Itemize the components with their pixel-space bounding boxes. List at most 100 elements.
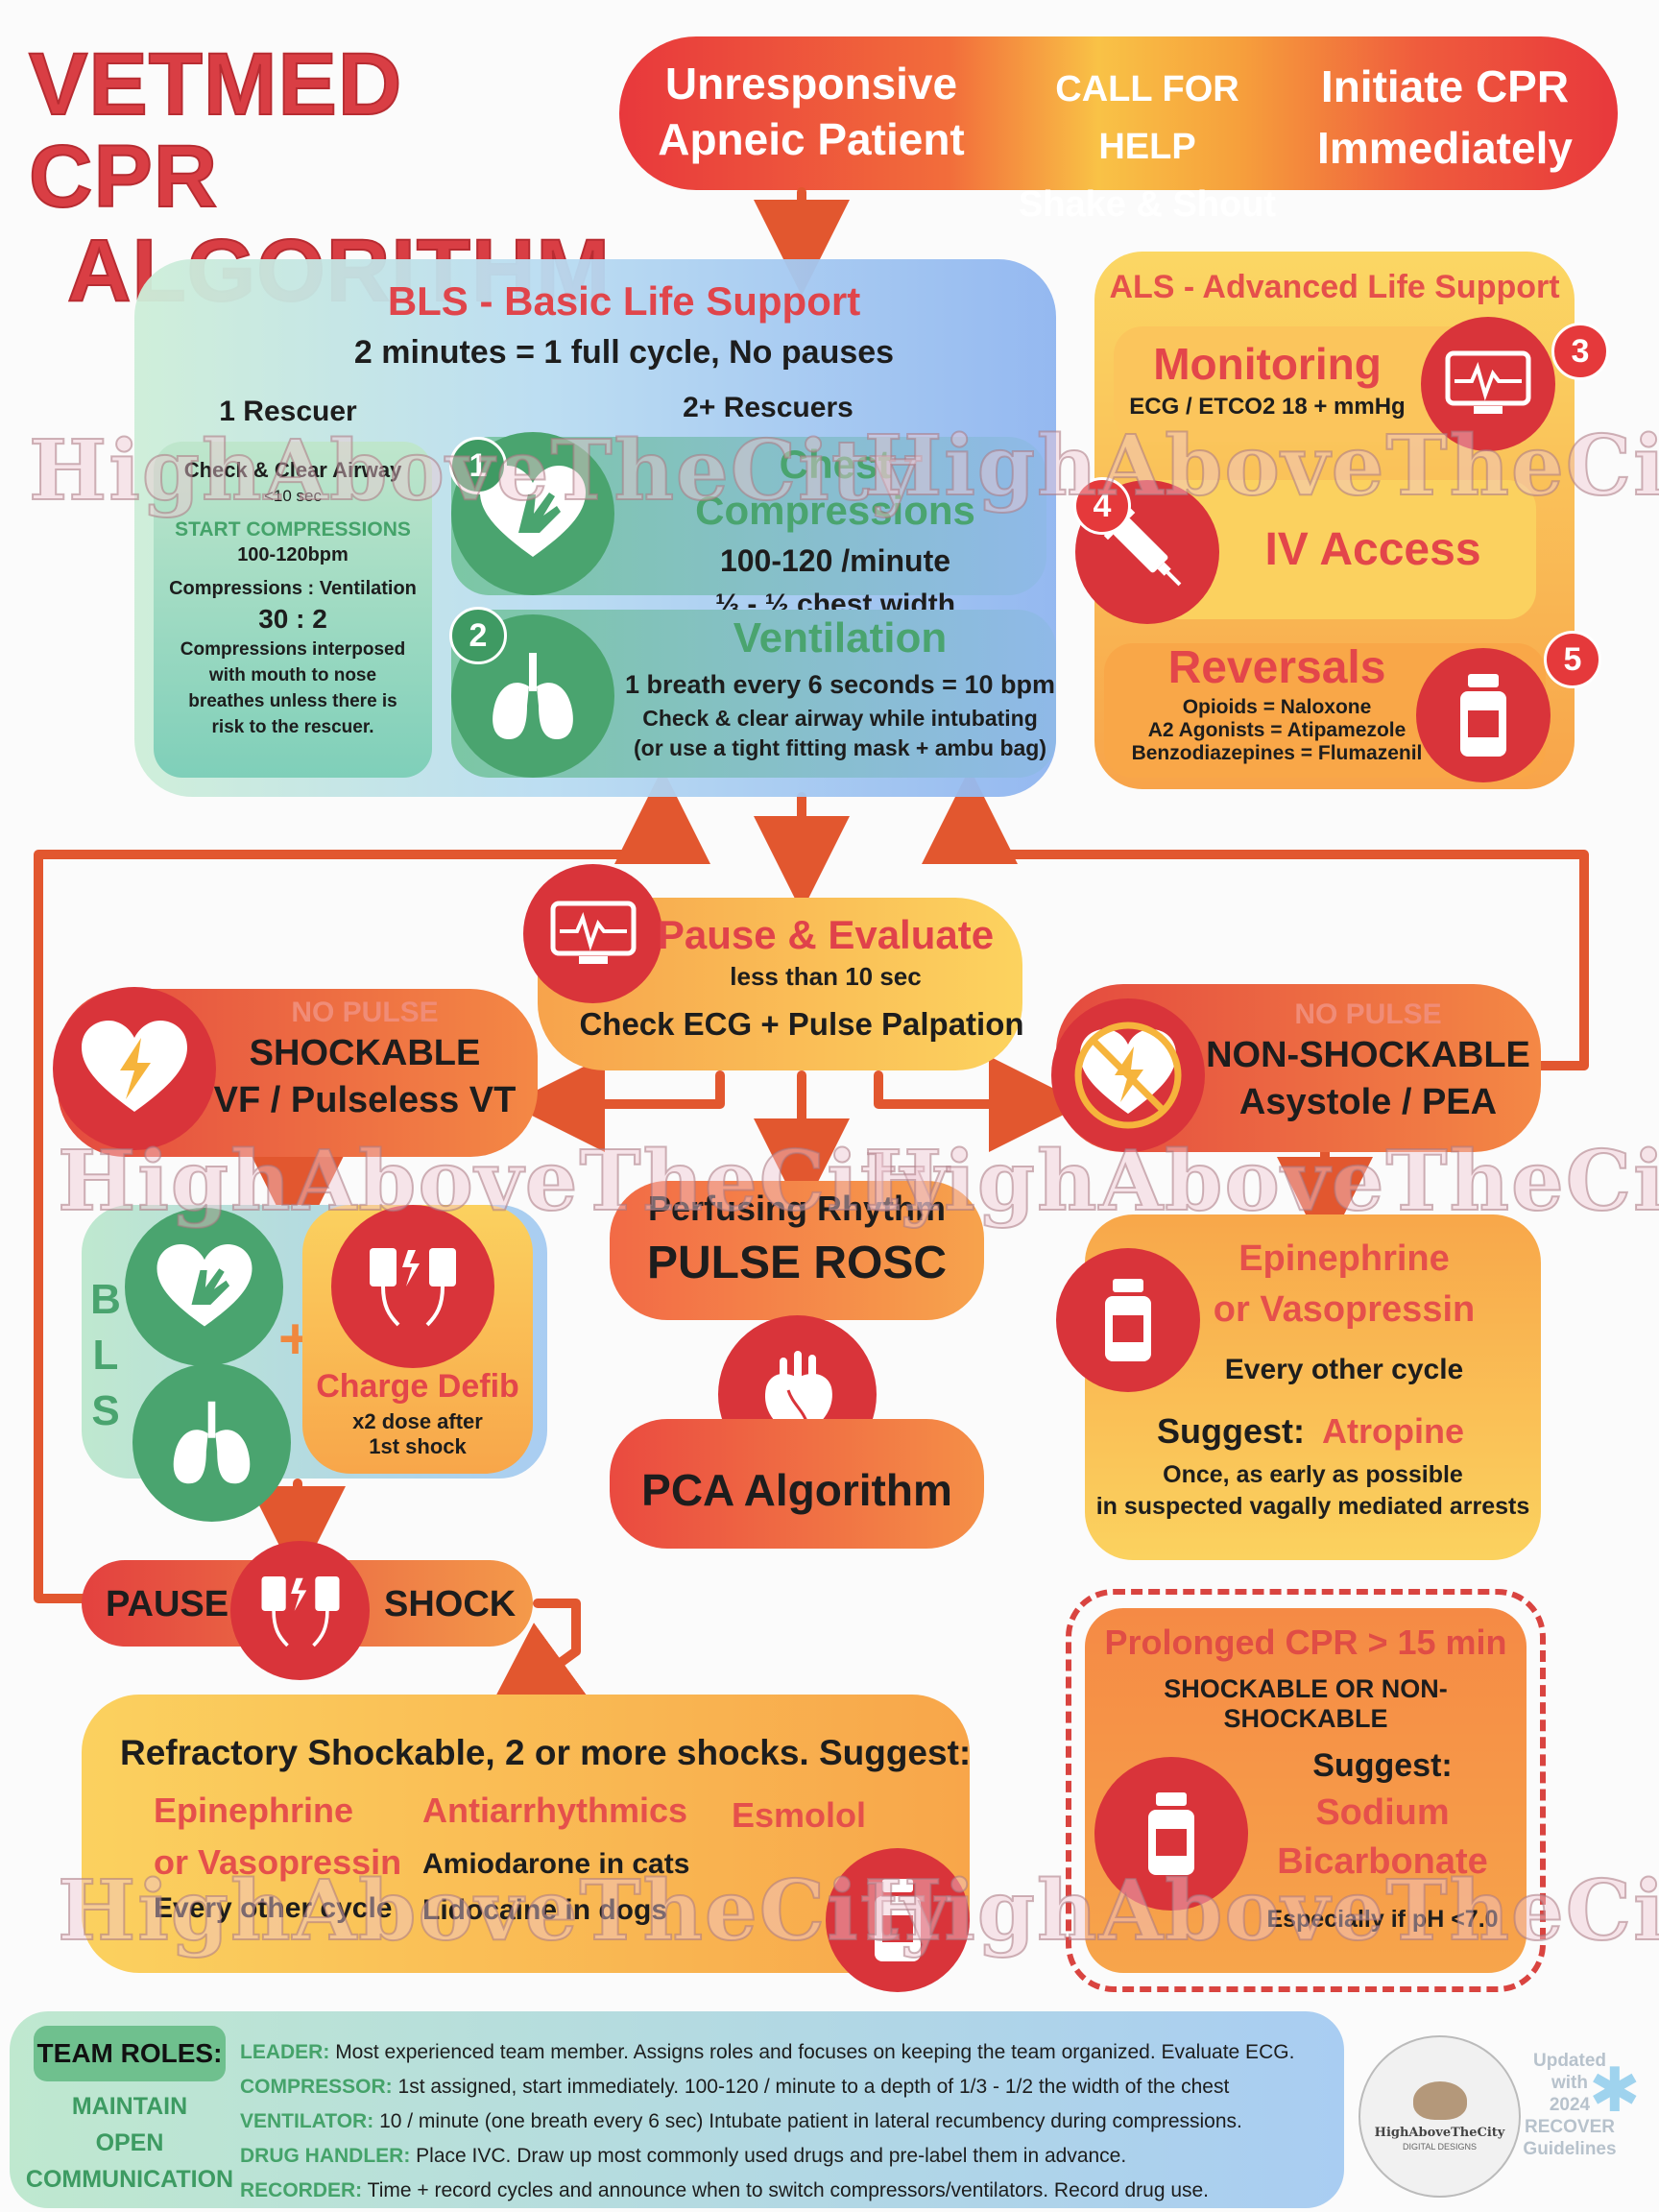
- rescuer-line-2: <10 sec: [263, 487, 322, 505]
- vial-icon-epinephrine: [1056, 1248, 1200, 1392]
- ventilation-title: Ventilation: [733, 614, 948, 661]
- arrow-pause-to-nonshockable: [874, 1056, 1085, 1152]
- atropine-line-1: Once, as early as possible: [1163, 1461, 1463, 1488]
- lidocaine-label: Lidocaine in dogs: [422, 1894, 668, 1926]
- role-name: LEADER:: [240, 2041, 330, 2063]
- badge-4: 4: [1073, 477, 1131, 535]
- als-title: ALS - Advanced Life Support: [1109, 269, 1560, 305]
- heart-no-shock-icon: [1051, 998, 1205, 1152]
- title-line-1: VETMED CPR: [28, 36, 403, 226]
- epi-title-2: or Vasopressin: [1213, 1289, 1476, 1330]
- arrow-pause-to-shockable: [509, 1056, 725, 1152]
- pause-evaluate-line-1: less than 10 sec: [730, 962, 922, 991]
- rosc-line-2: PULSE ROSC: [646, 1238, 948, 1288]
- rescuer-line-4: 100-120bpm: [237, 544, 349, 565]
- pause-evaluate-title: Pause & Evaluate: [657, 912, 995, 957]
- logo-sub: DIGITAL DESIGNS: [1402, 2142, 1477, 2152]
- ventilation-line-2: Check & clear airway while intubating: [642, 706, 1038, 731]
- shockable-top: NO PULSE: [291, 997, 439, 1028]
- brand-logo: HighAboveTheCity DIGITAL DESIGNS: [1358, 2035, 1521, 2198]
- role-row: VENTILATOR: 10 / minute (one breath ever…: [240, 2104, 1344, 2139]
- reversals-line-1: Opioids = Naloxone: [1182, 696, 1372, 718]
- defib-dose-1: x2 dose after: [352, 1409, 483, 1433]
- banner-mid-1: CALL FOR HELP: [1055, 69, 1239, 167]
- role-text: 1st assigned, start immediately. 100-120…: [397, 2076, 1230, 2098]
- monitoring-title: Monitoring: [1153, 339, 1382, 389]
- role-text: Place IVC. Draw up most commonly used dr…: [416, 2145, 1127, 2167]
- arrow-loop-left: [34, 768, 710, 1603]
- atropine-label: Atropine: [1322, 1411, 1465, 1451]
- banner-mid-2: Shake & Shout: [1018, 184, 1277, 225]
- one-rescuer-label: 1 Rescuer: [219, 396, 357, 427]
- refractory-box: [82, 1695, 970, 1973]
- ventilation-line-3: (or use a tight fitting mask + ambu bag): [633, 735, 1046, 760]
- role-name: DRUG HANDLER:: [240, 2145, 411, 2167]
- role-name: RECORDER:: [240, 2179, 363, 2201]
- banner-left-1: Unresponsive: [664, 59, 958, 108]
- bls-title: BLS - Basic Life Support: [387, 278, 861, 324]
- vial-icon-prolonged: [1094, 1757, 1248, 1911]
- vial-icon-reversals: [1416, 648, 1551, 782]
- pca-algorithm-label[interactable]: PCA Algorithm: [641, 1465, 952, 1515]
- prolonged-suggest: Suggest:: [1312, 1747, 1453, 1784]
- badge-1: 1: [449, 437, 507, 494]
- defib-dose-2: 1st shock: [369, 1434, 467, 1458]
- rescuer-line-3: START COMPRESSIONS: [175, 518, 411, 541]
- prolonged-box: [1066, 1589, 1546, 1992]
- badge-2: 2: [449, 607, 507, 664]
- prolonged-note: Especially if pH <7.0: [1266, 1906, 1499, 1933]
- ventilation-line-1: 1 breath every 6 seconds = 10 bpm: [625, 670, 1055, 699]
- epi-every-other: Every other cycle: [1224, 1354, 1464, 1385]
- esmolol-label: Esmolol: [732, 1795, 867, 1835]
- arrow-loop-right: [922, 768, 1589, 1070]
- role-text: Time + record cycles and announce when t…: [367, 2179, 1210, 2201]
- updated-2: with: [1551, 2073, 1588, 2093]
- bls-letter-b: B: [90, 1276, 121, 1323]
- arrow-shock-to-refractory: [484, 1599, 590, 1719]
- role-row: RECORDER: Time + record cycles and annou…: [240, 2174, 1344, 2208]
- badge-5: 5: [1544, 631, 1601, 688]
- watermark-4: HighAboveTheCity: [863, 1132, 1659, 1231]
- maintain-1: MAINTAIN: [71, 2093, 188, 2120]
- role-row: LEADER: Most experienced team member. As…: [240, 2035, 1344, 2070]
- top-banner: Unresponsive Apneic Patient CALL FOR HEL…: [619, 36, 1618, 225]
- ecg-monitor-icon-2: [523, 864, 662, 1003]
- lungs-icon-2: [132, 1363, 291, 1522]
- bls-subtitle: 2 minutes = 1 full cycle, No pauses: [353, 334, 895, 371]
- maintain-3: COMMUNICATION: [25, 2166, 234, 2193]
- amiodarone-label: Amiodarone in cats: [422, 1848, 690, 1880]
- watermark-1: HighAboveTheCity: [28, 421, 922, 520]
- heart-lightning-icon: [53, 987, 216, 1150]
- antiarrhythmics-label: Antiarrhythmics: [422, 1791, 688, 1830]
- role-name: COMPRESSOR:: [240, 2076, 393, 2098]
- bls-letter-s: S: [91, 1387, 120, 1434]
- rosc-box: [610, 1181, 984, 1320]
- team-roles-label: TEAM ROLES:: [34, 2026, 226, 2081]
- charge-defib-label: Charge Defib: [316, 1368, 519, 1405]
- rescuer-line-8: with mouth to nose: [208, 665, 377, 685]
- banner-left-2: Apneic Patient: [658, 114, 965, 164]
- atropine-line-2: in suspected vagally mediated arrests: [1095, 1493, 1530, 1520]
- watermark-5: HighAboveTheCity: [57, 1862, 950, 1960]
- bls-letter-l: L: [92, 1332, 119, 1379]
- prolonged-sub: SHOCKABLE OR NON-SHOCKABLE: [1164, 1674, 1448, 1733]
- bicarbonate-label: Bicarbonate: [1277, 1841, 1488, 1882]
- role-text: 10 / minute (one breath every 6 sec) Int…: [379, 2110, 1242, 2132]
- rescuer-line-10: risk to the rescuer.: [211, 717, 374, 737]
- rosc-line-1: Perfusing Rhythm: [647, 1189, 947, 1228]
- defibrillator-paddles-icon: [331, 1205, 494, 1368]
- role-row: COMPRESSOR: 1st assigned, start immediat…: [240, 2070, 1344, 2104]
- role-row: DRUG HANDLER: Place IVC. Draw up most co…: [240, 2139, 1344, 2174]
- vial-icon-refractory: [826, 1848, 970, 1992]
- two-rescuers-label: 2+ Rescuers: [683, 392, 854, 423]
- heart-hand-icon-2: [125, 1208, 283, 1366]
- epi-suggest-label: Suggest:: [1157, 1411, 1306, 1451]
- updated-5: Guidelines: [1523, 2139, 1617, 2159]
- star-of-life-icon: ✱: [1589, 2056, 1641, 2125]
- nonshockable-line-1: NON-SHOCKABLE: [1206, 1035, 1530, 1075]
- iv-access-title: IV Access: [1264, 524, 1481, 575]
- defibrillator-paddles-icon-2: [230, 1541, 370, 1680]
- rescuer-line-6: 30 : 2: [258, 604, 327, 634]
- refractory-title: Refractory Shockable, 2 or more shocks. …: [120, 1733, 972, 1772]
